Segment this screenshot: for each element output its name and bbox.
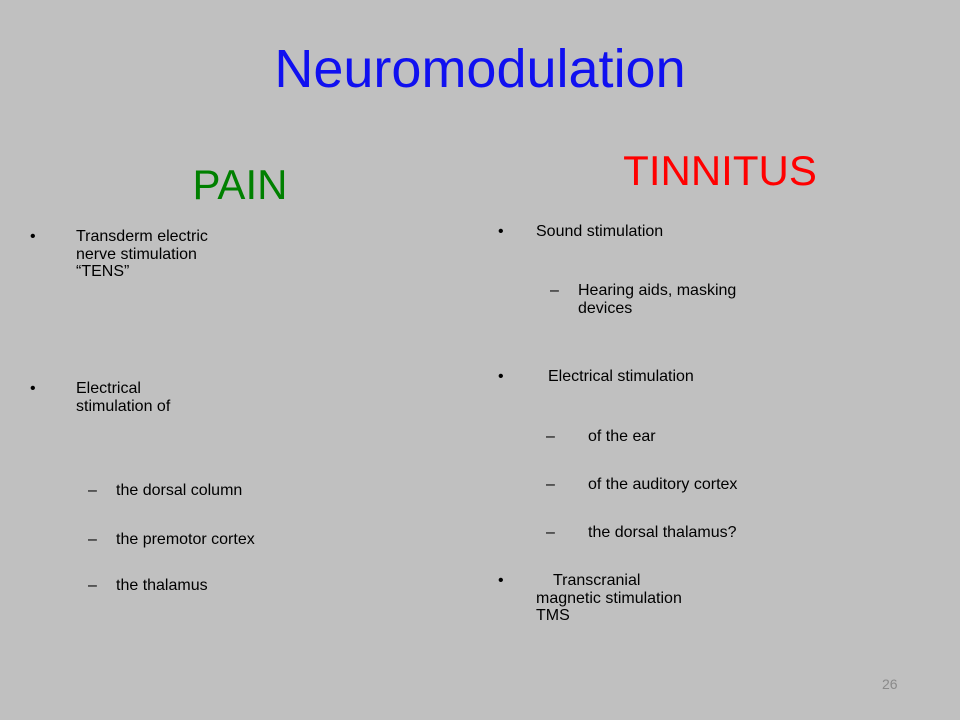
- tinnitus-sub-item-ear: – of the ear: [546, 428, 946, 446]
- pain-bullet-electrical-line-1: Electrical: [76, 380, 141, 397]
- dash-glyph: –: [88, 531, 97, 548]
- tinnitus-sub-item-auditory-cortex: – of the auditory cortex: [546, 476, 946, 494]
- pain-bullet-tens-line-3: “TENS”: [76, 263, 130, 281]
- tinnitus-bullet-tms-line-2: magnetic stimulation: [536, 589, 682, 607]
- tinnitus-bullet-electrical-text: Electrical stimulation: [548, 368, 694, 385]
- tinnitus-sub-hearing-aids-line-2: devices: [578, 299, 633, 317]
- dash-glyph: –: [88, 577, 97, 594]
- pain-bullet-electrical-line-2: stimulation of: [76, 397, 171, 415]
- slide-number: 26: [882, 676, 898, 692]
- dash-glyph: –: [546, 476, 555, 493]
- slide-title: Neuromodulation: [274, 39, 686, 99]
- pain-sub-item-text: the dorsal column: [116, 482, 243, 499]
- pain-sub-item-thalamus: – the thalamus: [88, 577, 468, 595]
- pain-bullet-tens-line-2: nerve stimulation: [76, 245, 197, 263]
- pain-sub-item-premotor-cortex: – the premotor cortex: [88, 531, 468, 549]
- tinnitus-sub-hearing-aids-line-1: Hearing aids, masking: [578, 282, 737, 299]
- tinnitus-bullet-tms: • Transcranial magnetic stimulation TMS: [498, 572, 948, 625]
- tinnitus-heading: TINNITUS: [623, 147, 817, 194]
- bullet-glyph: •: [30, 228, 36, 245]
- pain-bullet-electrical: • Electrical stimulation of: [30, 380, 450, 415]
- dash-glyph: –: [550, 282, 559, 299]
- bullet-glyph: •: [30, 380, 36, 397]
- pain-bullet-tens-line-1: Transderm electric: [76, 228, 208, 245]
- tinnitus-bullet-tms-line-1: Transcranial: [553, 572, 641, 589]
- dash-glyph: –: [88, 482, 97, 499]
- pain-bullet-tens: • Transderm electric nerve stimulation “…: [30, 228, 450, 281]
- bullet-glyph: •: [498, 368, 504, 385]
- tinnitus-sub-item-text: of the ear: [588, 428, 656, 445]
- tinnitus-sub-hearing-aids: – Hearing aids, masking devices: [550, 282, 950, 317]
- pain-heading: PAIN: [192, 161, 288, 208]
- tinnitus-bullet-electrical: • Electrical stimulation: [498, 368, 948, 386]
- tinnitus-sub-item-dorsal-thalamus: – the dorsal thalamus?: [546, 524, 946, 542]
- tinnitus-bullet-tms-line-3: TMS: [536, 607, 570, 625]
- bullet-glyph: •: [498, 223, 504, 240]
- tinnitus-bullet-sound-text: Sound stimulation: [536, 223, 664, 240]
- pain-sub-item-dorsal-column: – the dorsal column: [88, 482, 468, 500]
- dash-glyph: –: [546, 428, 555, 445]
- tinnitus-sub-item-text: the dorsal thalamus?: [588, 524, 737, 541]
- bullet-glyph: •: [498, 572, 504, 589]
- pain-sub-item-text: the thalamus: [116, 577, 208, 594]
- dash-glyph: –: [546, 524, 555, 541]
- tinnitus-bullet-sound: • Sound stimulation: [498, 223, 938, 241]
- tinnitus-sub-item-text: of the auditory cortex: [588, 476, 738, 493]
- pain-sub-item-text: the premotor cortex: [116, 531, 255, 548]
